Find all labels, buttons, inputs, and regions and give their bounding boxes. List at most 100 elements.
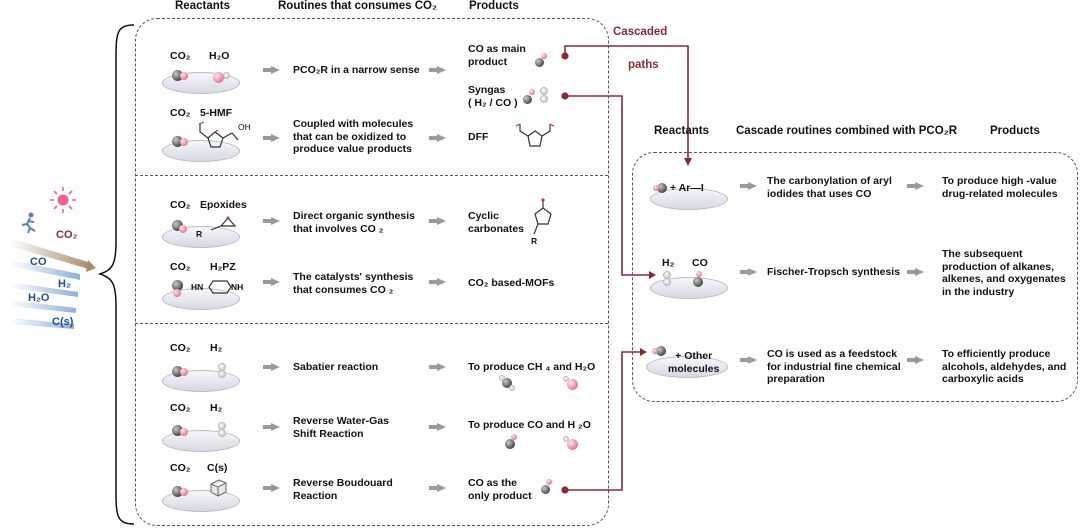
row2-reactant-2: 5-HMF — [200, 107, 233, 119]
cascade3-routine: CO is used as a feedstock for industrial… — [767, 348, 901, 385]
h2o-molecule — [213, 72, 224, 83]
curly-brace — [98, 24, 135, 525]
arrow-icon — [429, 278, 446, 286]
co-molecule — [693, 277, 703, 287]
row3-product: Cyclic carbonates — [468, 210, 525, 235]
co2-molecule — [180, 138, 188, 146]
arrow-icon — [740, 182, 757, 190]
arrow-icon — [263, 66, 280, 74]
row4-reactant-2: H₂PZ — [210, 261, 236, 273]
arrow-icon — [263, 278, 280, 286]
co2-molecule — [172, 70, 183, 81]
co-molecule — [541, 53, 547, 59]
cascade-header-reactants: Reactants — [654, 125, 709, 137]
cascade-header-routines: Cascade routines combined with PCO₂R — [736, 125, 958, 137]
arrow-icon — [429, 484, 446, 492]
paths-label: paths — [628, 59, 659, 71]
ch4-molecule — [499, 375, 505, 381]
cascade2-reactant-h2: H₂ — [662, 257, 675, 269]
co2-molecule — [172, 425, 183, 436]
row1-product: CO as main product — [468, 43, 526, 68]
cascade1-routine: The carbonylation of aryl iodides that u… — [767, 175, 892, 200]
epoxide-icon — [210, 216, 237, 231]
h2o-molecule — [563, 436, 569, 442]
row4-routine: The catalysts' synthesis that consumes C… — [293, 271, 414, 296]
co2-molecule — [180, 488, 188, 496]
row5-routine: Sabatier reaction — [293, 361, 379, 373]
row4-product: CO₂ based-MOFs — [468, 277, 555, 289]
row5-product: To produce CH ₄ and H₂O — [468, 361, 596, 373]
cascade2-product: The subsequent production of alkanes, al… — [942, 248, 1066, 298]
h2-molecule — [540, 95, 548, 103]
cascade1-product: To produce high -value drug-related mole… — [942, 175, 1058, 200]
co2-molecule — [172, 486, 183, 497]
pz-nh-label: NH — [231, 282, 244, 292]
co2-molecule — [172, 366, 183, 377]
consumption-panel — [135, 18, 609, 526]
co2-molecule — [180, 428, 188, 436]
co2-molecule — [172, 220, 183, 231]
row1-reactant-2: H₂O — [209, 50, 230, 62]
arrow-icon — [429, 66, 446, 74]
dff-molecule-icon — [515, 123, 555, 147]
co2-molecule — [180, 72, 188, 80]
h2-molecule — [218, 429, 226, 437]
arrow-icon — [263, 484, 280, 492]
arrow-icon — [263, 217, 280, 225]
input-c-solid: C(s) — [52, 316, 74, 328]
co-molecule — [505, 439, 515, 449]
arrow-icon — [907, 356, 924, 364]
co-molecule — [511, 434, 517, 440]
catalyst-dish — [650, 188, 728, 210]
input-h2o: H₂O — [28, 292, 50, 304]
catalyst-dish — [650, 277, 728, 299]
co-molecule — [523, 95, 532, 104]
row6-product: To produce CO and H ₂O — [468, 419, 591, 431]
arrow-icon — [429, 217, 446, 225]
syngas-product: Syngas ( H₂ / CO ) — [468, 84, 518, 109]
co-molecule — [696, 271, 702, 277]
header-reactants: Reactants — [175, 0, 230, 12]
row3-routine: Direct organic synthesis that involves C… — [293, 210, 415, 235]
cascade-header-products: Products — [990, 125, 1040, 137]
input-h2: H₂ — [58, 278, 71, 290]
h2o-molecule — [567, 439, 578, 450]
cascaded-label: Cascaded — [613, 26, 668, 38]
hmf-molecule-icon — [198, 121, 239, 148]
co-molecule — [535, 58, 544, 67]
cascade-panel — [632, 152, 1078, 402]
row7-reactant-2: C(s) — [207, 462, 228, 474]
row2-product: DFF — [468, 131, 489, 143]
arrow-icon — [907, 268, 924, 276]
co2-molecule — [180, 368, 188, 376]
arrow-icon — [263, 134, 280, 142]
epoxide-r-label: R — [196, 229, 203, 239]
carbonate-r-label: R — [531, 236, 538, 246]
row3-reactant-2: Epoxides — [200, 199, 247, 211]
cyclic-carbonate-icon — [533, 198, 552, 235]
h2-molecule — [540, 87, 548, 95]
row4-reactant-1: CO₂ — [170, 261, 191, 273]
cascade3-product: To efficiently produce alcohols, aldehyd… — [942, 348, 1067, 385]
row7-reactant-1: CO₂ — [170, 462, 191, 474]
cascade3-reactant: + Other molecules — [668, 350, 720, 375]
row6-routine: Reverse Water-Gas Shift Reaction — [293, 415, 389, 440]
co-molecule — [657, 183, 667, 193]
cascade2-routine: Fischer-Tropsch synthesis — [767, 266, 901, 278]
header-routines: Routines that consumes CO₂ — [278, 0, 438, 12]
runner-icon — [21, 212, 36, 234]
arrow-icon — [740, 356, 757, 364]
row2-reactant-1: CO₂ — [170, 107, 191, 119]
row7-product: CO as the only product — [468, 477, 532, 502]
h2o-molecule — [563, 376, 569, 382]
h2-molecule — [218, 370, 226, 378]
row7-routine: Reverse Boudouard Reaction — [293, 477, 393, 502]
row2-routine: Coupled with molecules that can be oxidi… — [293, 118, 414, 155]
arrow-icon — [907, 182, 924, 190]
co-molecule — [529, 89, 535, 95]
arrow-icon — [429, 423, 446, 431]
header-products: Products — [469, 0, 519, 12]
cascade2-reactant-co: CO — [692, 257, 708, 269]
co-molecule — [653, 185, 659, 191]
